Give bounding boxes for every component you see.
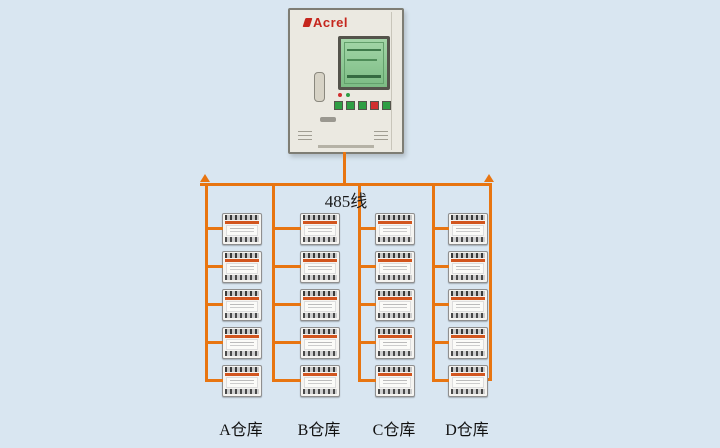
meter-device [205, 289, 262, 321]
acrel-logo-mark [302, 18, 313, 27]
meter-device [272, 365, 340, 397]
meter-device [205, 365, 262, 397]
vent-grille-left [298, 131, 312, 142]
panel-button [346, 101, 355, 110]
panel-button [382, 101, 391, 110]
branch-line-return [489, 183, 492, 381]
warehouse-label-a: A仓库 [219, 422, 263, 439]
meter-column-d [432, 213, 488, 397]
lcd-screen [338, 36, 390, 90]
meter-device [272, 251, 340, 283]
meter-device [432, 365, 488, 397]
meter-column-c [358, 213, 415, 397]
return-stub [487, 378, 492, 381]
branch-line-c [358, 183, 361, 381]
branch-line-a [205, 183, 208, 381]
meter-column-a [205, 213, 262, 397]
meter-device [272, 289, 340, 321]
meter-device [205, 327, 262, 359]
meter-device [432, 213, 488, 245]
warehouse-label-b: B仓库 [297, 422, 341, 439]
acrel-logo: Acrel [302, 15, 349, 30]
bus-drop-line [343, 152, 346, 186]
cabinet-door-seam [391, 12, 392, 150]
door-handle [320, 117, 336, 122]
meter-device [358, 365, 415, 397]
vent-grille-right [374, 131, 388, 142]
panel-button [358, 101, 367, 110]
warehouse-label-c: C仓库 [372, 422, 416, 439]
bus-line-485 [200, 183, 492, 186]
meter-device [205, 251, 262, 283]
bus-label: 485线 [324, 192, 368, 211]
panel-button [370, 101, 379, 110]
meter-device [358, 289, 415, 321]
panel-button [334, 101, 343, 110]
led-red [338, 93, 342, 97]
meter-device [358, 213, 415, 245]
cabinet-indicator-slot [314, 72, 325, 102]
meter-device [272, 327, 340, 359]
control-cabinet: Acrel [288, 8, 404, 154]
bus-arrow-right [484, 174, 494, 182]
meter-device [205, 213, 262, 245]
warehouse-label-d: D仓库 [445, 422, 489, 439]
bus-arrow-left [200, 174, 210, 182]
acrel-brand-text: Acrel [313, 15, 349, 30]
manufacturer-label [318, 145, 374, 148]
status-leds [338, 93, 350, 97]
meter-device [432, 289, 488, 321]
meter-device [358, 251, 415, 283]
branch-line-b [272, 183, 275, 381]
cabinet-buttons [334, 101, 391, 110]
lcd-screen-content [344, 42, 384, 84]
led-green [346, 93, 350, 97]
branch-line-d [432, 183, 435, 381]
meter-device [432, 251, 488, 283]
meter-column-b [272, 213, 340, 397]
meter-device [432, 327, 488, 359]
meter-device [358, 327, 415, 359]
meter-device [272, 213, 340, 245]
